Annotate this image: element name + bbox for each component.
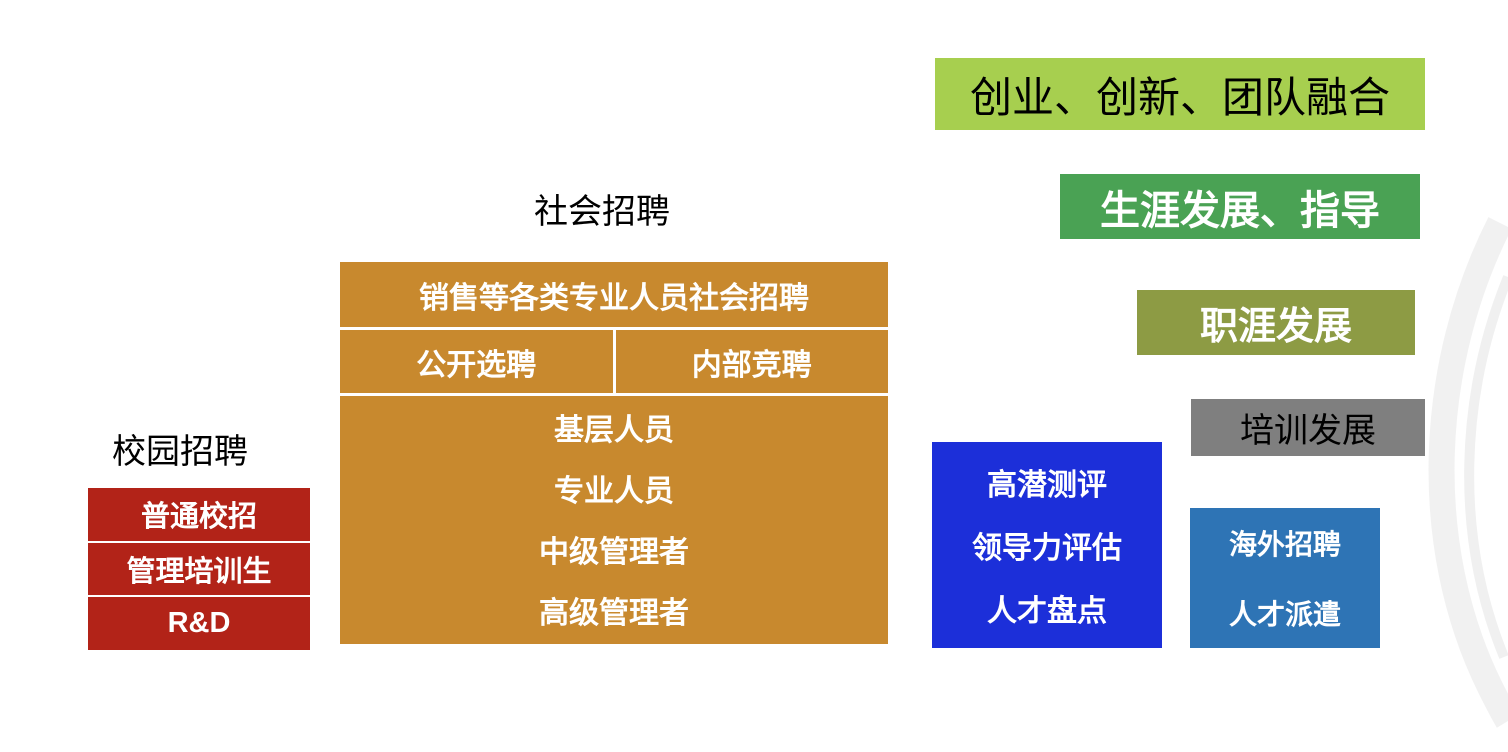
campus-recruitment-title: 校园招聘 <box>112 433 248 471</box>
table-cell-open-selection: 公开选聘 <box>416 348 537 382</box>
overseas-recruitment-box: 海外招聘 人才派遣 <box>1190 508 1380 648</box>
assessment-item-leadership: 领导力评估 <box>972 531 1122 565</box>
table-selection-row: 公开选聘 内部竞聘 <box>340 330 888 396</box>
level-item-senior-manager: 高级管理者 <box>539 597 689 631</box>
level-item-professional: 专业人员 <box>554 474 674 508</box>
social-recruitment-title: 社会招聘 <box>534 193 670 231</box>
career-development-box: 职涯发展 <box>1137 290 1415 355</box>
talent-assessment-box: 高潜测评 领导力评估 人才盘点 <box>932 442 1162 648</box>
career-guidance-box: 生涯发展、指导 <box>1060 174 1420 239</box>
overseas-item-dispatch: 人才派遣 <box>1228 599 1341 630</box>
assessment-item-talent-review: 人才盘点 <box>987 595 1107 629</box>
social-recruitment-table: 销售等各类专业人员社会招聘 公开选聘 内部竞聘 基层人员 专业人员 中级管理者 … <box>340 262 888 644</box>
campus-recruitment-box: 普通校招 管理培训生 R&D <box>88 488 310 650</box>
assessment-item-high-potential: 高潜测评 <box>987 468 1107 502</box>
innovation-team-box: 创业、创新、团队融合 <box>935 58 1425 130</box>
level-item-grassroots: 基层人员 <box>554 413 674 447</box>
table-cell-internal-competition: 内部竞聘 <box>612 330 889 393</box>
table-levels-body: 基层人员 专业人员 中级管理者 高级管理者 <box>340 396 888 641</box>
campus-item-general: 普通校招 <box>140 501 257 534</box>
campus-item-rd: R&D <box>88 595 310 650</box>
level-item-middle-manager: 中级管理者 <box>539 536 689 570</box>
table-header-professional-recruitment: 销售等各类专业人员社会招聘 <box>340 262 888 330</box>
training-development-box: 培训发展 <box>1191 399 1425 456</box>
overseas-item-recruitment: 海外招聘 <box>1228 529 1341 560</box>
campus-item-management-trainee: 管理培训生 <box>88 540 310 596</box>
